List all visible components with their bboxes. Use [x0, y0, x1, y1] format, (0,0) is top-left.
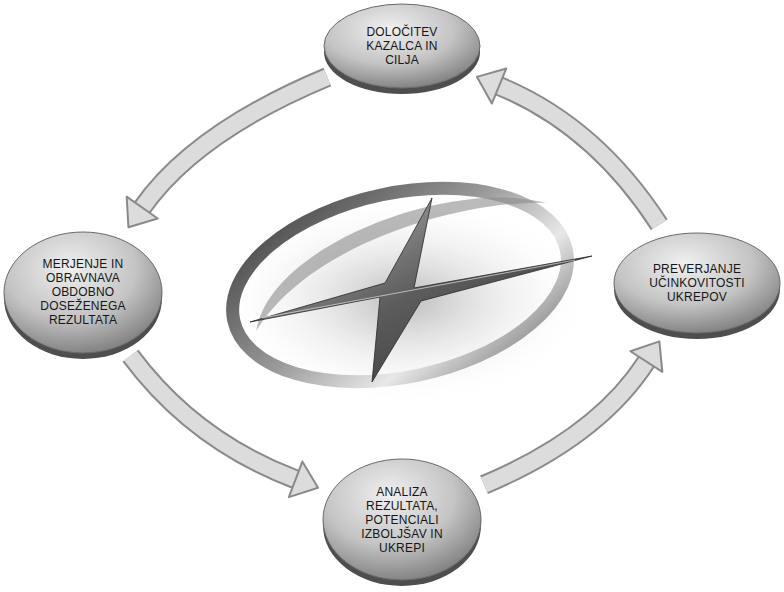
cycle-arrow — [477, 68, 659, 224]
cycle-step-disc: DOLOČITEV KAZALCA IN CILJA — [323, 3, 481, 97]
arrow-body — [499, 86, 659, 225]
arrow-head — [477, 68, 506, 103]
arrow-body-outline — [499, 86, 659, 225]
step-label: ANALIZA REZULTATA, POTENCIALI IZBOLJŠAV … — [352, 485, 452, 555]
disc-face — [4, 232, 162, 353]
arrow-head — [289, 462, 318, 498]
step-label: DOLOČITEV KAZALCA IN CILJA — [354, 25, 450, 67]
step-label: MERJENJE IN OBRAVNAVA OBDOBNO DOSEŽENEGA… — [29, 257, 137, 327]
cycle-step-disc: ANALIZA REZULTATA, POTENCIALI IZBOLJŠAV … — [322, 458, 482, 589]
arrow-body — [484, 362, 646, 485]
disc-face — [323, 459, 481, 580]
cycle-arrow — [127, 77, 328, 227]
cycle-arrow — [484, 341, 662, 484]
arrow-head — [127, 197, 158, 228]
arrow-body-outline — [142, 77, 327, 208]
disc-face — [614, 233, 780, 333]
arrow-body — [142, 77, 327, 208]
emblem-star-highlight — [262, 260, 575, 318]
arrow-body-outline — [484, 362, 646, 485]
arrow-body — [130, 356, 295, 480]
emblem-star — [250, 198, 592, 382]
arrow-body-outline — [130, 356, 295, 480]
cycle-step-disc: MERJENJE IN OBRAVNAVA OBDOBNO DOSEŽENEGA… — [3, 231, 163, 362]
cycle-step-disc: PREVERJANJE UČINKOVITOSTI UKREPOV — [613, 232, 781, 342]
step-label: PREVERJANJE UČINKOVITOSTI UKREPOV — [640, 262, 754, 304]
arrow-head — [630, 341, 662, 371]
disc-face — [324, 4, 480, 88]
cycle-arrow — [130, 356, 318, 497]
